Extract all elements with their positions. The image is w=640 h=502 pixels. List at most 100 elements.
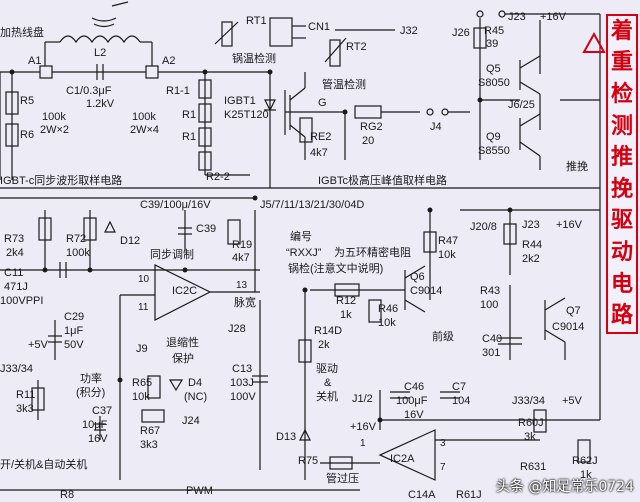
label-plus16v: +16V [540, 11, 567, 23]
label-r61j: R61J [456, 489, 482, 501]
label-code: 编号 [290, 229, 312, 243]
label-protect: 保护 [172, 351, 194, 365]
label-c39-top: C39/100μ/16V [140, 199, 211, 211]
label-r67: R67 [140, 425, 160, 437]
label-igbt-name: IGBT1 [224, 95, 256, 107]
label-r60j-value: 3k [524, 431, 536, 443]
label-j28: J28 [228, 323, 246, 335]
label-q7: Q7 [566, 305, 581, 317]
label-pot-check: 锅检(注意文中说明) [288, 261, 383, 275]
label-j9: J9 [136, 343, 148, 355]
label-c46: C46 [404, 381, 424, 393]
label-c11: C11 [4, 267, 23, 279]
label-q9: Q9 [486, 131, 501, 143]
label-r46-value: 10k [378, 317, 396, 329]
label-r73: R73 [4, 233, 24, 245]
label-c7: C7 [452, 381, 466, 393]
label-sync-mod: 同步调制 [150, 248, 194, 261]
label-re2-value: 4k7 [310, 147, 328, 159]
label-r19-value: 4k7 [232, 252, 250, 264]
label-r5-value: 100k [42, 111, 66, 123]
label-j24: J24 [182, 415, 200, 427]
label-c46-rating: 16V [404, 409, 424, 421]
label-plus16v-c: +16V [350, 421, 377, 433]
label-r2-2: R2-2 [206, 171, 230, 183]
label-c14a: C14A [408, 489, 436, 501]
label-r631: R631 [520, 461, 546, 473]
label-open-close: 开/关机&自动关机 [0, 457, 87, 471]
label-c1: C1/0.3μF [66, 85, 112, 97]
label-ic2a: IC2A [390, 453, 415, 465]
label-j23: J23 [508, 11, 526, 23]
label-c39: C39 [196, 223, 216, 235]
label-pulse-width: 脉宽 [234, 295, 256, 309]
label-rt2: RT2 [346, 41, 367, 53]
label-l2: L2 [94, 47, 106, 59]
label-c7-value: 104 [452, 395, 470, 407]
label-c46-value: 100μF [396, 395, 428, 407]
label-r1-value: 100k [132, 111, 156, 123]
label-c13-rating: 100V [230, 391, 256, 403]
label-rg2: RG2 [360, 121, 383, 133]
label-shutdown: 关机 [316, 389, 338, 403]
label-j20: J20/8 [470, 221, 497, 233]
label-c29-value: 1μF [64, 325, 83, 337]
label-j4: J4 [430, 121, 442, 133]
label-j6: J6/25 [508, 99, 535, 111]
label-r75: R75 [298, 455, 318, 467]
label-r60j: R60J [518, 417, 544, 429]
label-r47-value: 10k [438, 249, 456, 261]
side-title-char: 着 [610, 18, 633, 44]
label-r1-a: R1 [182, 109, 196, 121]
label-pin10: 10 [138, 274, 150, 285]
label-pin7: 7 [440, 462, 446, 473]
label-r65: R65 [132, 377, 152, 389]
label-c11-rating: 100VPPI [0, 295, 43, 307]
label-c11-value: 471J [4, 281, 28, 293]
label-r14d-value: 2k [318, 339, 330, 351]
label-igbt-part: K25T120 [224, 109, 269, 121]
label-plus5v: +5V [28, 339, 49, 351]
label-r65-value: 10k [132, 391, 150, 403]
label-c29: C29 [64, 311, 84, 323]
label-r14d: R14D [314, 325, 342, 337]
side-title-char: 路 [610, 303, 633, 329]
label-jumpers: J5/7/11/13/21/30/04D [260, 199, 364, 211]
watermark: 头条 @知足常乐0724 [495, 479, 634, 495]
label-r11-value: 3k3 [16, 403, 34, 415]
label-q6-part: C9014 [410, 285, 442, 297]
label-heating-coil: 加热线盘 [0, 25, 44, 39]
label-c37-rating: 16V [88, 433, 108, 445]
label-c1-voltage: 1.2kV [86, 98, 115, 110]
label-c13-value: 103J [230, 377, 254, 389]
label-sample-sync: IGBT-c同步波形取样电路 [0, 173, 122, 187]
side-title-char: 推 [610, 145, 633, 171]
label-q7-part: C9014 [552, 321, 584, 333]
label-drive: 驱动 [316, 362, 338, 375]
label-r19: R19 [232, 239, 252, 251]
label-j23b: J23 [522, 219, 540, 231]
label-integral: (积分) [76, 386, 105, 399]
label-ic2c: IC2C [172, 285, 197, 297]
label-gate: G [318, 97, 327, 109]
label-over-voltage: 管过压 [326, 471, 359, 485]
label-r1-1: R1-1 [166, 85, 190, 97]
label-r46: R46 [378, 303, 398, 315]
label-plus16v-b: +16V [556, 219, 583, 231]
label-q5: Q5 [486, 63, 501, 75]
side-title-char: 驱 [610, 208, 633, 234]
label-r45: R45 [484, 25, 504, 37]
label-c37: C37 [92, 405, 112, 417]
label-rg2-value: 20 [362, 135, 374, 147]
label-pin1: 1 [360, 438, 366, 449]
label-r45-value: 39 [486, 38, 498, 50]
label-pin3: 3 [440, 438, 446, 449]
label-rt1: RT1 [246, 15, 267, 27]
label-q9-part: S8550 [478, 145, 510, 157]
label-pwm: PWM [186, 485, 213, 497]
label-q6: Q6 [410, 271, 425, 283]
side-title-char: 电 [610, 271, 633, 297]
label-j33: J33/34 [0, 363, 33, 375]
label-pot-temp: 锅温检测 [232, 51, 276, 65]
